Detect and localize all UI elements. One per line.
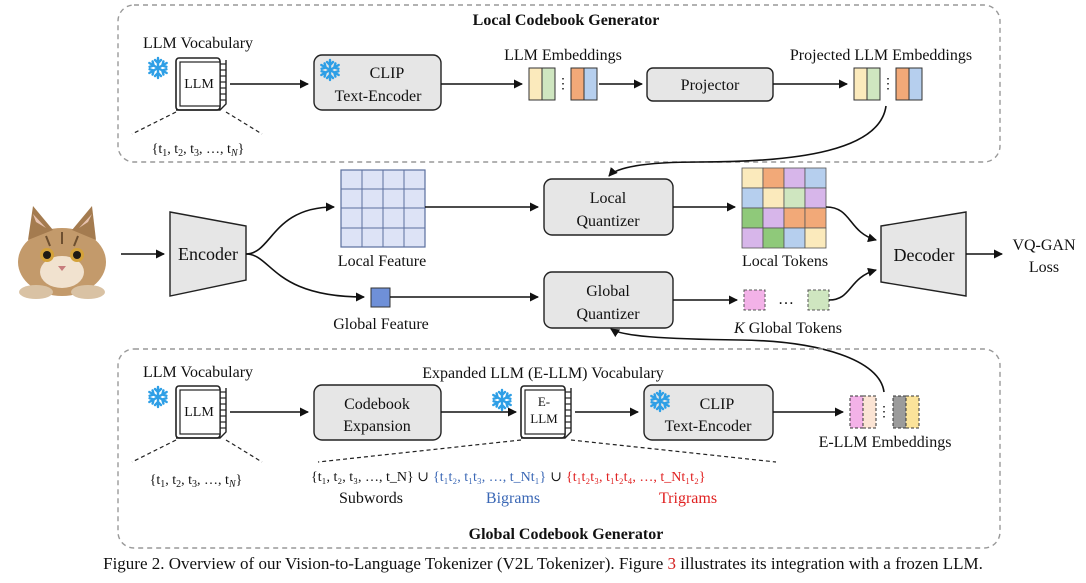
- fan-line-left: [131, 111, 177, 135]
- decoder-block: Decoder: [880, 211, 967, 297]
- svg-text:Quantizer: Quantizer: [576, 306, 640, 323]
- global-tokens: …: [743, 289, 830, 311]
- ellm-embeddings-label: E-LLM Embeddings: [819, 434, 952, 451]
- clip-text-encoder-global: CLIP Text-Encoder: [643, 384, 774, 441]
- svg-text:E-: E-: [538, 394, 550, 409]
- local-quantizer: Local Quantizer: [543, 178, 674, 236]
- global-feature-label: Global Feature: [333, 316, 429, 333]
- union-symbol: ∪: [550, 470, 562, 485]
- local-feature-grid: [340, 169, 426, 248]
- fan-line-right: [225, 111, 263, 135]
- clip-text-encoder-local: CLIP Text-Encoder: [313, 54, 442, 111]
- fan-line-left: [317, 439, 522, 463]
- arrow-ellm-to-global-quantizer: [610, 328, 885, 393]
- arrow-encoder-to-global-feature: [245, 253, 365, 302]
- local-tokens-label: Local Tokens: [742, 253, 828, 270]
- subwords-label: Subwords: [339, 490, 403, 507]
- bigrams-label: Bigrams: [486, 490, 540, 507]
- expanded-vocab-label: Expanded LLM (E-LLM) Vocabulary: [422, 365, 664, 382]
- svg-text:Codebook: Codebook: [344, 396, 410, 413]
- ellm-embeddings-vectors: ⋮: [849, 395, 920, 429]
- projected-embeddings-label: Projected LLM Embeddings: [790, 47, 972, 64]
- svg-text:Global: Global: [586, 283, 630, 300]
- svg-text:Quantizer: Quantizer: [576, 213, 640, 230]
- decoder-label: Decoder: [894, 245, 955, 265]
- global-tokens-label: K Global Tokens: [733, 320, 842, 337]
- llm-embeddings-label: LLM Embeddings: [504, 47, 622, 64]
- snowflake-icon: [148, 385, 168, 409]
- local-feature-label: Local Feature: [338, 253, 426, 270]
- svg-text:LLM: LLM: [530, 411, 558, 426]
- bigrams-set: {t₁t₂, t₁t₃, …, t_Nt₁}: [433, 470, 546, 485]
- snowflake-icon: [148, 56, 168, 80]
- local-codebook-panel: Local Codebook Generator LLM Vocabulary …: [117, 4, 1001, 163]
- svg-text:Local: Local: [590, 190, 627, 207]
- projected-embeddings-vectors: ⋮: [853, 67, 923, 101]
- svg-text:CLIP: CLIP: [700, 396, 735, 413]
- svg-text:Expansion: Expansion: [343, 418, 411, 435]
- encoder-block: Encoder: [169, 211, 247, 297]
- llm-book-label-global: LLM: [184, 405, 214, 420]
- figure-caption: Figure 2. Overview of our Vision-to-Lang…: [103, 554, 983, 573]
- vq-gan-loss-line2: Loss: [1029, 259, 1059, 276]
- diagram-canvas: Local Codebook Generator LLM Vocabulary …: [18, 4, 1076, 549]
- svg-text:…: …: [778, 291, 794, 308]
- cat-image: [18, 206, 106, 299]
- local-panel-title: Local Codebook Generator: [473, 12, 660, 29]
- encoder-label: Encoder: [178, 244, 238, 264]
- projector-box: Projector: [646, 67, 774, 102]
- llm-book-label: LLM: [184, 77, 214, 92]
- llm-token-set: {t1, t2, t3, …, tN}: [152, 142, 245, 159]
- llm-vocabulary-label: LLM Vocabulary: [143, 35, 253, 52]
- subwords-set: {t₁, t₂, t₃, …, t_N} ∪: [311, 470, 429, 485]
- global-codebook-panel: LLM Vocabulary LLM {t1, t2, t3, …, tN} C…: [117, 348, 1001, 549]
- svg-text:CLIP: CLIP: [370, 65, 405, 82]
- llm-token-set-global: {t1, t2, t3, …, tN}: [150, 473, 243, 490]
- global-panel-title: Global Codebook Generator: [469, 526, 664, 543]
- global-feature-cell: [370, 287, 391, 308]
- svg-text:⋮: ⋮: [881, 77, 895, 92]
- fan-line-right: [570, 439, 777, 463]
- vq-gan-loss-line1: VQ-GAN: [1012, 237, 1076, 254]
- expanded-token-sets: {t₁, t₂, t₃, …, t_N} ∪ {t₁t₂, t₁t₃, …, t_…: [311, 470, 706, 485]
- svg-text:Text-Encoder: Text-Encoder: [335, 88, 423, 105]
- svg-text:⋮: ⋮: [877, 405, 891, 420]
- llm-vocabulary-label-global: LLM Vocabulary: [143, 364, 253, 381]
- codebook-expansion-box: Codebook Expansion: [313, 384, 442, 441]
- global-quantizer: Global Quantizer: [543, 271, 674, 329]
- arrow-encoder-to-local-feature: [245, 202, 335, 255]
- fan-line-left: [131, 439, 177, 463]
- llm-embeddings-vectors: ⋮: [528, 67, 598, 101]
- snowflake-icon: [492, 388, 512, 412]
- arrow-global-tokens-to-decoder: [828, 267, 877, 301]
- local-tokens-grid: [741, 167, 827, 249]
- trigrams-label: Trigrams: [659, 490, 717, 507]
- trigrams-set: {t₁t₂t₃, t₁t₂t₄, …, t_Nt₁t₂}: [566, 470, 706, 485]
- arrow-projected-to-local-quantizer: [608, 105, 887, 177]
- figure-reference-link[interactable]: 3: [667, 554, 677, 573]
- fan-line-right: [225, 439, 263, 463]
- arrow-local-tokens-to-decoder: [825, 206, 877, 243]
- svg-text:Projector: Projector: [681, 77, 740, 94]
- svg-text:⋮: ⋮: [556, 77, 570, 92]
- svg-text:Text-Encoder: Text-Encoder: [665, 418, 753, 435]
